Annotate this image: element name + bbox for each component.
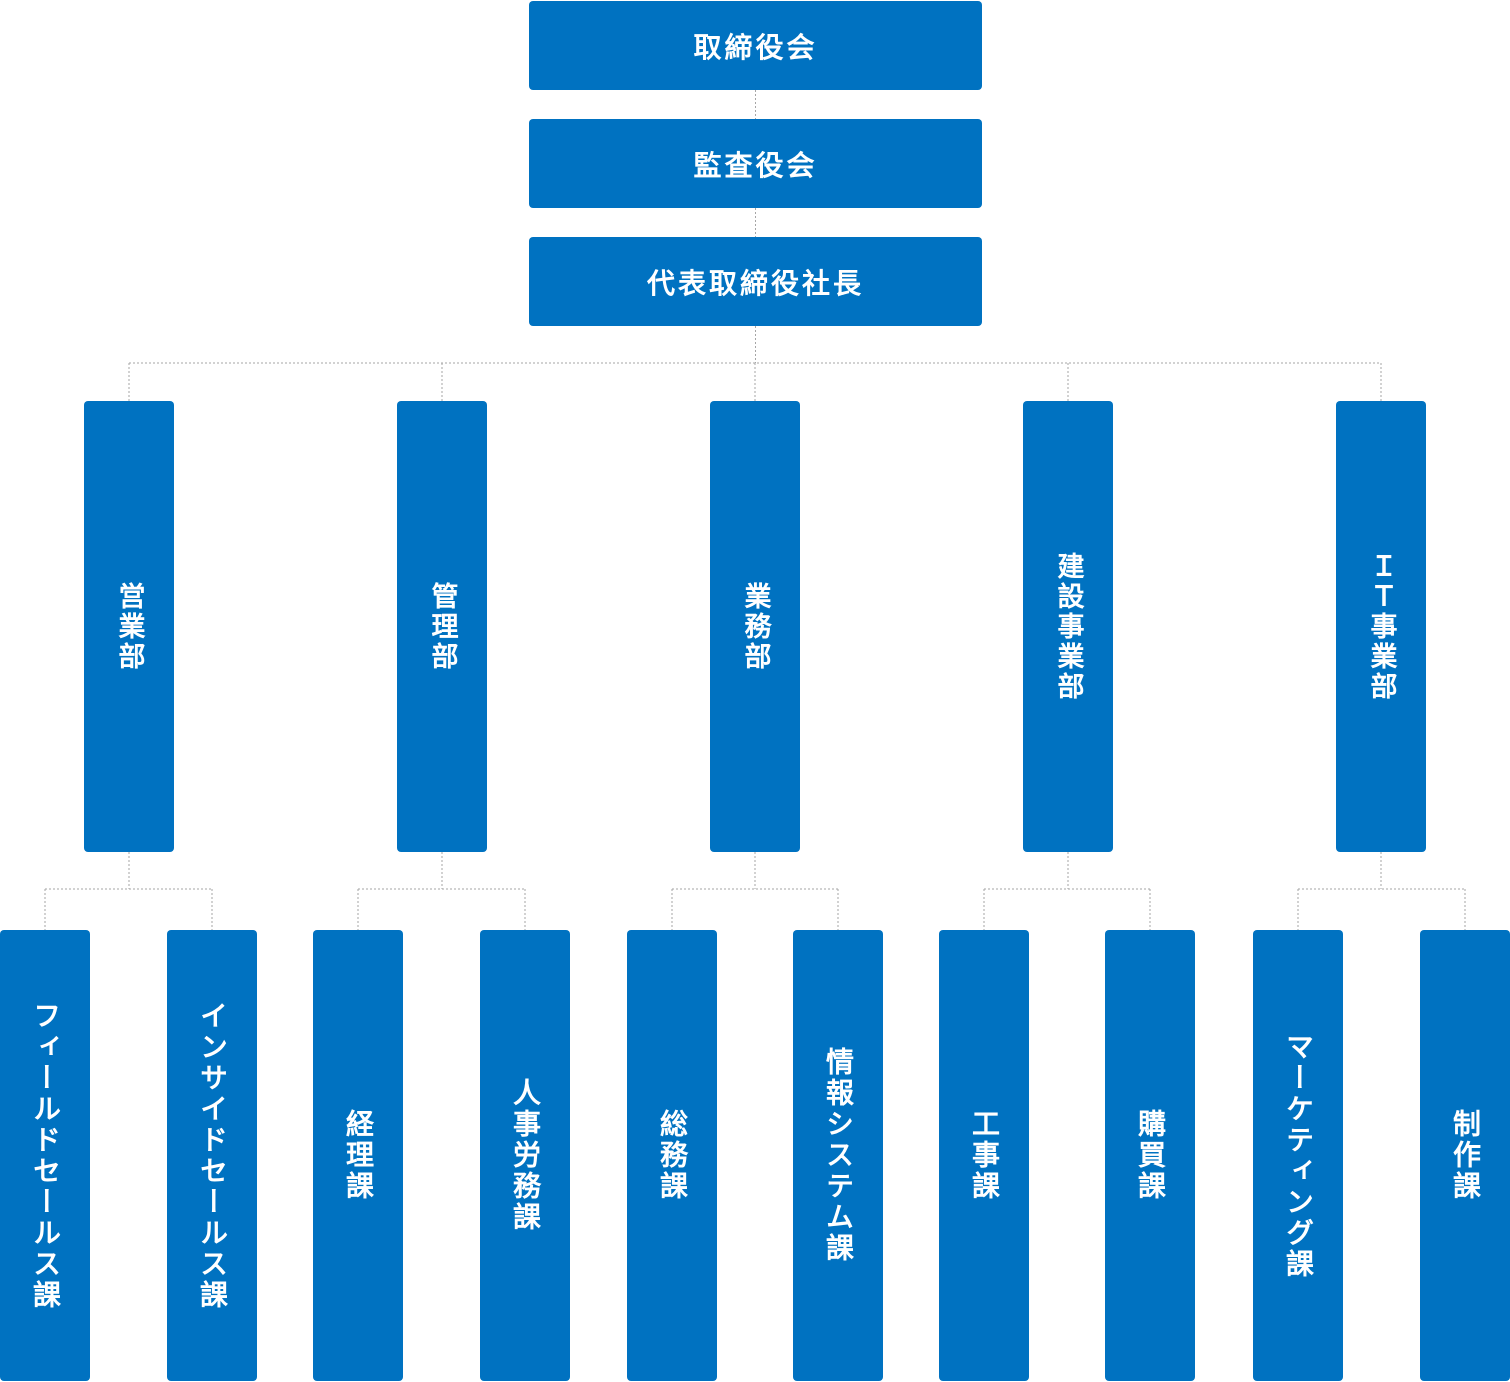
section-info-systems: 情報システム課 <box>793 930 883 1381</box>
section-inside-sales: インサイドセールス課 <box>167 930 257 1381</box>
section-general-affairs: 総務課 <box>627 930 717 1381</box>
section-production: 制作課 <box>1420 930 1510 1381</box>
box-board: 取締役会 <box>529 1 982 90</box>
dept-construction: 建設事業部 <box>1023 401 1113 852</box>
section-works: 工事課 <box>939 930 1029 1381</box>
box-auditors: 監査役会 <box>529 119 982 208</box>
dept-admin: 管理部 <box>397 401 487 852</box>
dept-it: ＩＴ事業部 <box>1336 401 1426 852</box>
dept-operations: 業務部 <box>710 401 800 852</box>
section-accounting: 経理課 <box>313 930 403 1381</box>
dept-sales: 営業部 <box>84 401 174 852</box>
section-purchasing: 購買課 <box>1105 930 1195 1381</box>
section-field-sales: フィールドセールス課 <box>0 930 90 1381</box>
box-president: 代表取締役社長 <box>529 237 982 326</box>
section-marketing: マーケティング課 <box>1253 930 1343 1381</box>
section-hr: 人事労務課 <box>480 930 570 1381</box>
